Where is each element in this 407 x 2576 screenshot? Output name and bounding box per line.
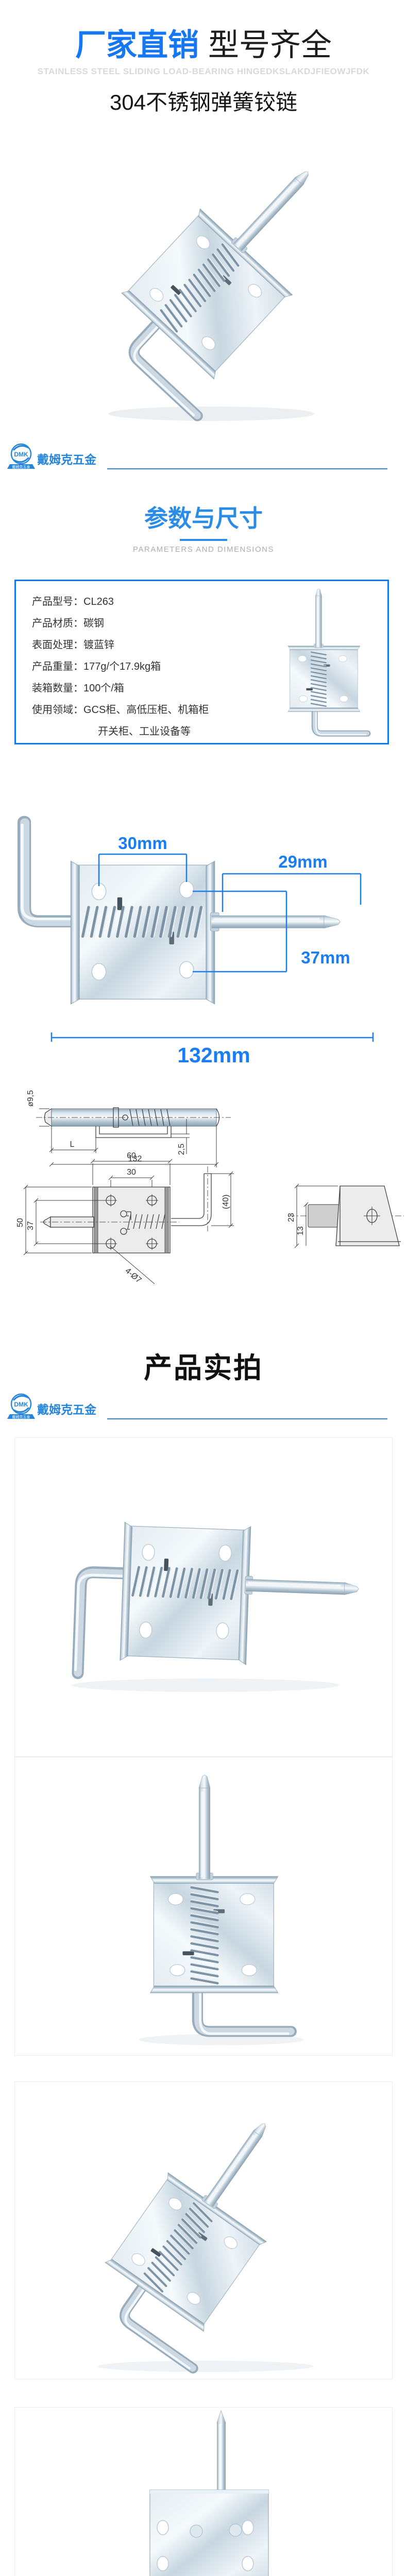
photos-section-title: 产品实拍 xyxy=(143,1352,263,1384)
latch-photo-back xyxy=(149,2410,269,2576)
page-title: 厂家直销型号齐全 xyxy=(0,28,407,63)
photo-card-3 xyxy=(14,2081,393,2379)
drawing-label-30: 30 xyxy=(127,1168,136,1177)
drawing-label-37: 37 xyxy=(26,1221,35,1230)
page-title-black: 型号齐全 xyxy=(208,28,332,62)
brand-logo-abbr: DMK xyxy=(14,1401,28,1408)
dimension-figure: 30mm 29mm 37mm 132mm xyxy=(0,804,374,1066)
dim-label-30mm: 30mm xyxy=(118,834,167,853)
drawing-label-holes: 4-Ø7 xyxy=(123,1266,143,1285)
param-row-weight: 产品重量：177g/个17.9kg箱 xyxy=(32,661,161,672)
brand-row-photos: DMK 戴姆克五金 戴姆克五金 xyxy=(6,1391,401,1421)
brand-logo-icon: DMK 戴姆克五金 xyxy=(7,1393,35,1419)
latch-photo-vertical xyxy=(139,1757,303,2045)
drawing-label-23: 23 xyxy=(287,1213,296,1222)
hero-subtitle-en: STAINLESS STEEL SLIDING LOAD-BEARING HIN… xyxy=(37,66,370,76)
param-box-product-photo xyxy=(257,581,391,759)
drawing-label-13: 13 xyxy=(296,1226,305,1235)
photo-shadow xyxy=(108,406,314,421)
photo-card-4 xyxy=(14,2407,393,2576)
drawing-label-thickness: 2,5 xyxy=(177,1144,186,1155)
param-row-material: 产品材质：碳钢 xyxy=(32,618,104,629)
param-rows: 产品型号：CL263 产品材质：碳钢 表面处理：镀蓝锌 产品重量：177g/个1… xyxy=(32,591,253,742)
latch-photo-horizontal xyxy=(72,1438,392,1692)
photo-card-1 xyxy=(14,1437,393,1757)
brand-logo-icon: DMK 戴姆克五金 xyxy=(7,443,35,469)
brand-name: 戴姆克五金 xyxy=(37,453,96,466)
param-row-usage: 使用领域：GCS柜、高低压柜、机箱柜 xyxy=(32,704,209,716)
dim-label-29mm: 29mm xyxy=(278,852,327,871)
dim-label-37mm: 37mm xyxy=(301,948,350,967)
hero-product-name: 304不锈钢弹簧铰链 xyxy=(109,90,298,114)
brand-logo-caption: 戴姆克五金 xyxy=(12,1415,30,1419)
brand-name: 戴姆克五金 xyxy=(37,1403,96,1416)
hero-product-photo xyxy=(41,123,392,421)
drawing-label-L: L xyxy=(70,1140,75,1149)
brand-divider-line xyxy=(107,1418,387,1419)
brand-row-top: DMK 戴姆克五金 戴姆克五金 xyxy=(6,441,401,471)
photo-card-2 xyxy=(14,1757,393,2056)
params-section-subtitle: PARAMETERS AND DIMENSIONS xyxy=(133,545,274,554)
brand-logo-abbr: DMK xyxy=(14,451,28,458)
param-row-qty: 装箱数量：100个/箱 xyxy=(32,683,124,694)
technical-drawing: ø9,5 L 132 2,5 60 30 xyxy=(16,1090,404,1285)
dim-label-132mm: 132mm xyxy=(177,1043,250,1066)
param-row-model: 产品型号：CL263 xyxy=(32,596,114,607)
drawing-label-40: (40) xyxy=(222,1195,230,1209)
param-row-usage-2: 开关柜、工业设备等 xyxy=(98,726,191,737)
latch-photo-diagonal xyxy=(15,2082,392,2372)
page-title-blue: 厂家直销 xyxy=(75,28,199,62)
drawing-label-50: 50 xyxy=(16,1218,25,1227)
brand-divider-line xyxy=(107,468,387,469)
params-section-title: 参数与尺寸 xyxy=(144,505,263,532)
params-section-underline xyxy=(180,539,227,541)
param-row-finish: 表面处理：镀蓝锌 xyxy=(32,639,114,651)
drawing-label-60: 60 xyxy=(127,1151,136,1160)
drawing-label-diameter: ø9,5 xyxy=(26,1090,35,1107)
brand-logo-caption: 戴姆克五金 xyxy=(12,465,30,469)
